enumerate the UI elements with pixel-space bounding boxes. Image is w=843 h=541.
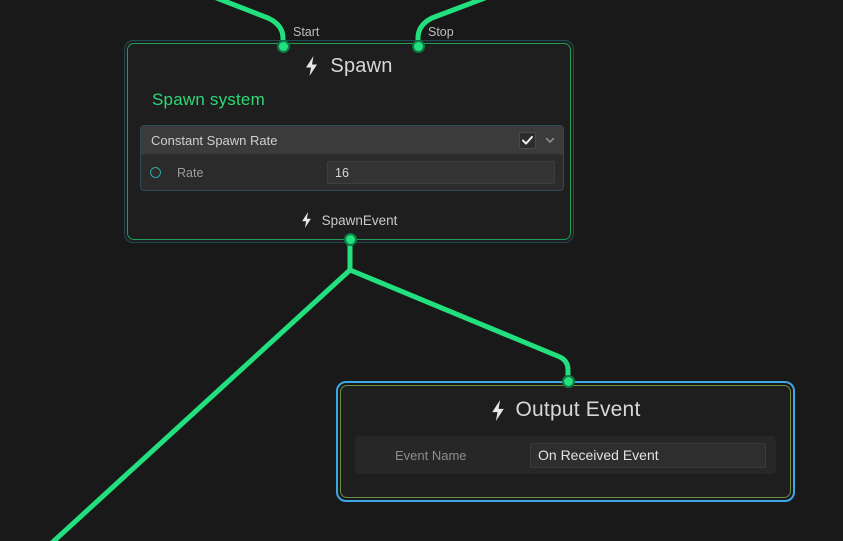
spawn-system-subtitle: Spawn system xyxy=(152,90,265,109)
rate-input[interactable]: 16 xyxy=(327,161,555,184)
spawn-start-port[interactable] xyxy=(277,40,290,53)
output-event-node-body: Output Event Event Name On Received Even… xyxy=(340,385,791,498)
checkmark-icon xyxy=(522,135,533,145)
output-event-title: Output Event xyxy=(515,398,641,421)
rate-row[interactable]: Rate 16 xyxy=(141,155,563,190)
spawnevent-output-port[interactable] xyxy=(344,233,357,246)
edge-spawnevent-to-offscreen xyxy=(50,267,353,541)
constant-spawn-rate-block[interactable]: Constant Spawn Rate Rate xyxy=(140,125,564,191)
edge-spawnevent-to-output-event xyxy=(347,267,571,383)
circle-port-icon[interactable] xyxy=(150,167,161,178)
lightning-bolt-icon xyxy=(491,400,504,421)
event-name-row[interactable]: Event Name On Received Event xyxy=(355,436,776,474)
port-label-start: Start xyxy=(293,25,320,39)
rate-label: Rate xyxy=(177,165,204,180)
spawn-node[interactable]: Spawn Spawn system Constant Spawn Rate xyxy=(124,40,574,243)
spawn-node-body: Spawn Spawn system Constant Spawn Rate xyxy=(127,43,571,240)
chevron-down-icon[interactable] xyxy=(544,134,556,146)
event-name-label: Event Name xyxy=(395,447,467,463)
block-header[interactable]: Constant Spawn Rate xyxy=(141,126,563,155)
output-event-input-port[interactable] xyxy=(562,375,575,388)
spawn-stop-port[interactable] xyxy=(412,40,425,53)
output-event-node[interactable]: Output Event Event Name On Received Even… xyxy=(336,381,795,502)
spawn-node-title: Spawn xyxy=(330,54,393,77)
block-title: Constant Spawn Rate xyxy=(151,132,278,148)
block-enabled-checkbox[interactable] xyxy=(519,131,536,149)
output-event-header: Output Event xyxy=(341,386,790,434)
lightning-bolt-icon xyxy=(301,212,312,228)
port-label-stop: Stop xyxy=(428,25,454,39)
spawnevent-row: SpawnEvent xyxy=(128,207,570,233)
spawn-node-header: Spawn xyxy=(128,44,570,88)
event-name-input[interactable]: On Received Event xyxy=(530,442,766,468)
lightning-bolt-icon xyxy=(305,56,318,76)
spawnevent-label: SpawnEvent xyxy=(321,212,398,228)
